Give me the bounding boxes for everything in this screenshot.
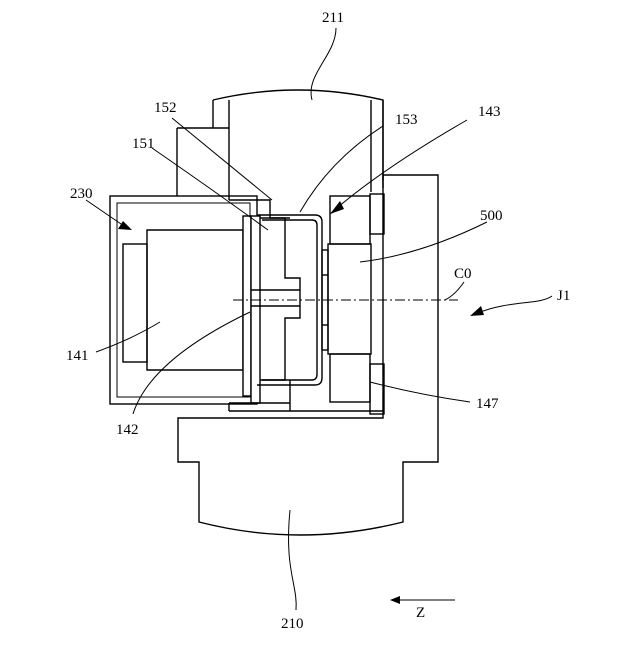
label-230: 230	[70, 186, 93, 202]
label-142: 142	[116, 422, 139, 438]
label-210: 210	[281, 616, 304, 632]
plate-151	[229, 216, 383, 411]
label-c0: C0	[454, 266, 472, 282]
label-147: 147	[476, 396, 499, 412]
label-z: Z	[416, 605, 425, 621]
housing-210	[178, 175, 438, 535]
label-j1: J1	[557, 288, 570, 304]
label-153: 153	[395, 112, 418, 128]
label-152: 152	[154, 100, 177, 116]
label-143: 143	[478, 104, 501, 120]
label-211: 211	[322, 10, 344, 26]
label-500: 500	[480, 208, 503, 224]
z-direction-arrow	[390, 596, 455, 604]
part-211	[177, 90, 383, 218]
label-141: 141	[66, 348, 89, 364]
block-500	[322, 194, 384, 354]
label-151: 151	[132, 136, 155, 152]
